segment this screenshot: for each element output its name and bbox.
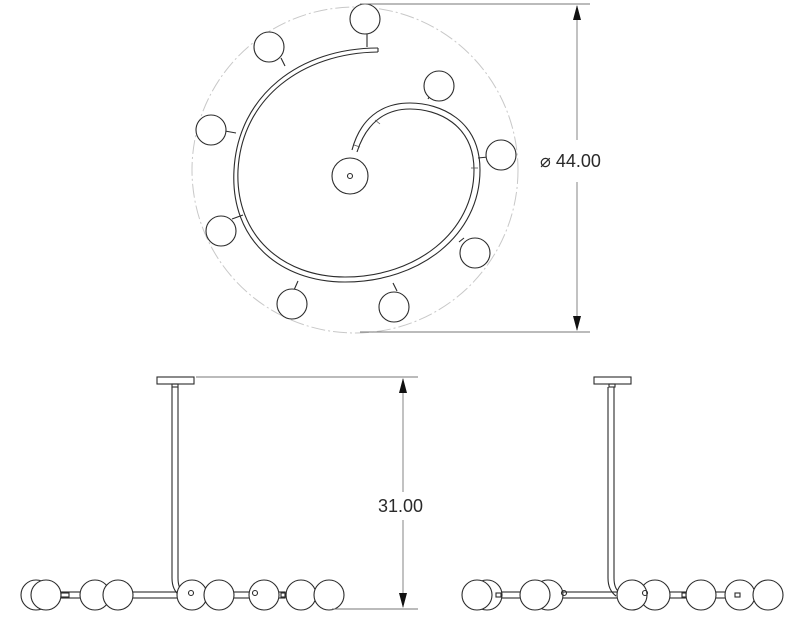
downrod	[171, 387, 181, 597]
globe	[203, 579, 235, 611]
globe	[349, 3, 381, 35]
downrod	[607, 387, 617, 597]
top-view: ⌀ 44.00	[191, 3, 601, 334]
globe	[519, 579, 551, 611]
spiral-joint	[353, 144, 361, 148]
connector	[641, 589, 649, 597]
canopy-neck	[171, 383, 179, 388]
globe	[685, 579, 717, 611]
globe	[276, 288, 308, 320]
canopy-center-hole	[346, 172, 354, 180]
globe	[248, 579, 280, 611]
globe	[30, 579, 62, 611]
downrod-inner	[177, 387, 184, 593]
canopy-circle	[331, 157, 369, 195]
spiral-arm-outer	[233, 47, 481, 283]
phantom-diameter-circle	[191, 6, 519, 334]
globe	[616, 579, 648, 611]
connector	[495, 592, 502, 598]
globe	[205, 215, 237, 247]
globe	[378, 291, 410, 323]
globe	[423, 70, 455, 102]
canopy-neck	[608, 383, 616, 388]
height-label: 31.00	[378, 496, 423, 516]
globe	[752, 579, 784, 611]
height-dimension: 31.00	[196, 376, 423, 610]
globe	[313, 579, 345, 611]
arrowhead-up	[573, 5, 581, 20]
arrowhead-down	[573, 316, 581, 331]
connector	[280, 592, 287, 598]
spiral-arm-inner	[237, 51, 475, 278]
arrowhead-down	[399, 593, 407, 608]
connector	[560, 589, 568, 597]
side-view	[461, 376, 784, 611]
connector	[251, 589, 259, 597]
globe	[459, 237, 491, 269]
connector	[734, 592, 741, 598]
arrowhead-up	[399, 378, 407, 393]
canopy	[156, 376, 195, 385]
diameter-dimension: ⌀ 44.00	[360, 3, 601, 333]
globe-stems	[224, 34, 489, 292]
front-view: 31.00	[20, 376, 423, 611]
globe	[253, 31, 285, 63]
canopy	[593, 376, 632, 385]
diameter-label: ⌀ 44.00	[540, 151, 601, 171]
globe	[485, 139, 517, 171]
connector	[187, 589, 195, 597]
connector	[681, 592, 687, 598]
globe	[195, 114, 227, 146]
globe	[102, 579, 134, 611]
downrod-inner	[613, 387, 620, 593]
spiral-joint	[374, 119, 381, 125]
globe	[461, 579, 493, 611]
connector	[60, 592, 70, 598]
globe	[285, 579, 317, 611]
